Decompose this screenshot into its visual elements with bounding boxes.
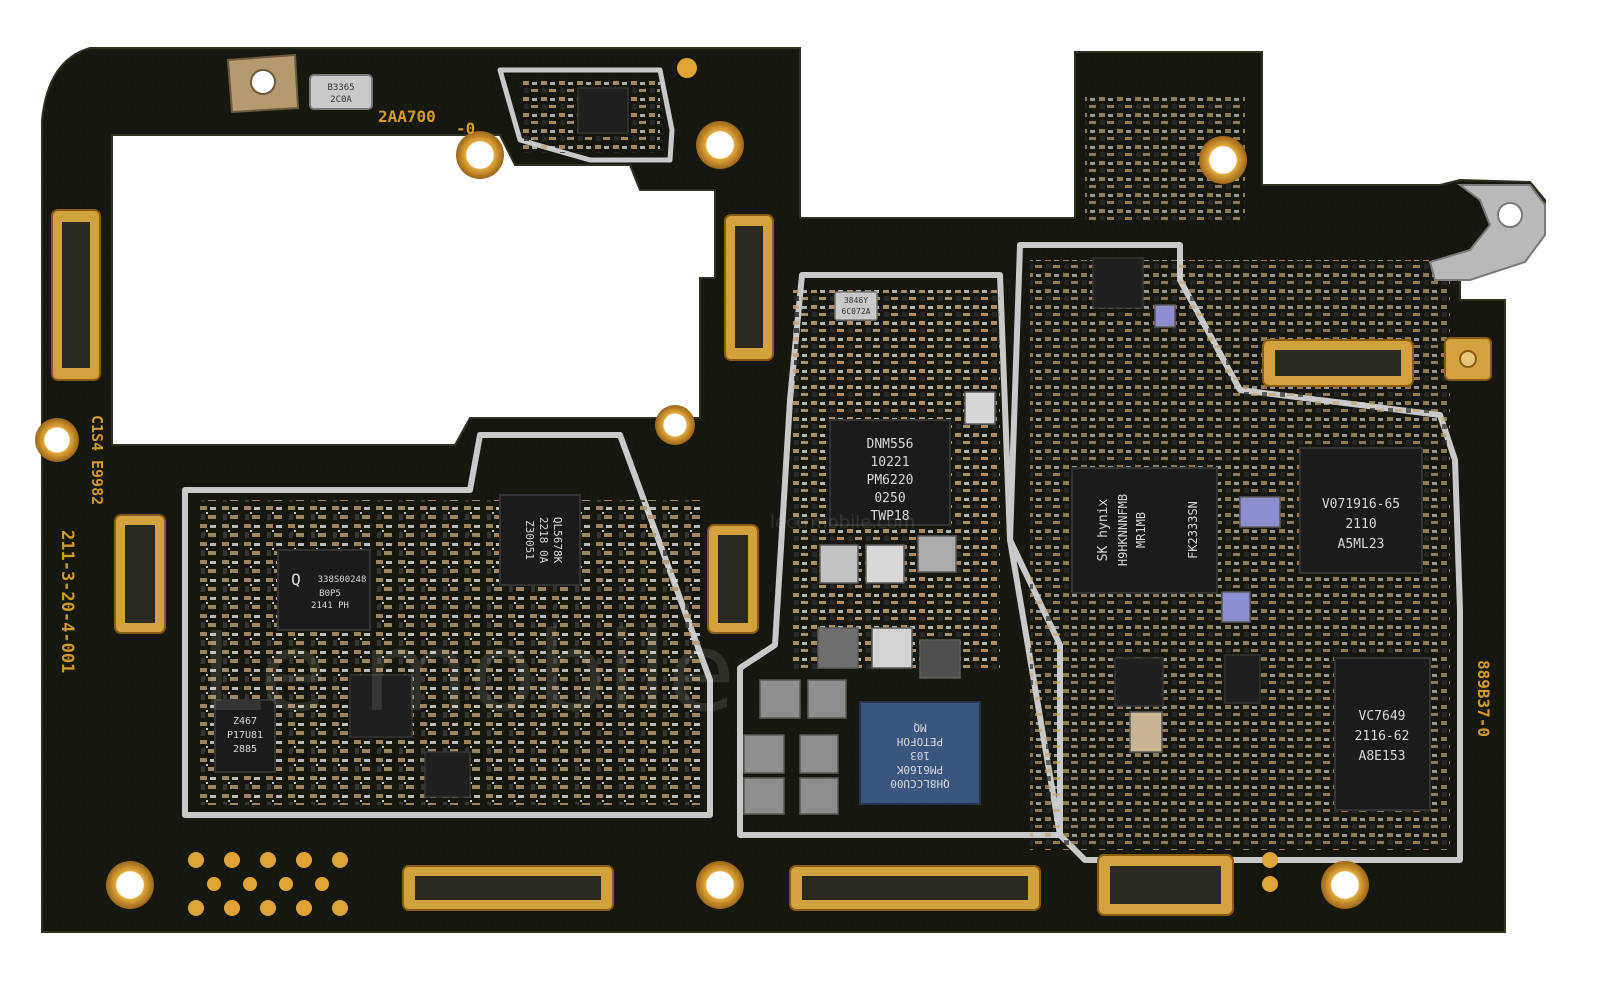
small-left-line-2: P17U81 bbox=[227, 730, 263, 741]
memory-line-2: H9HKNNNFMB bbox=[1116, 494, 1130, 566]
connectors bbox=[51, 209, 1414, 916]
pmic-line-1: DNM556 bbox=[867, 437, 914, 452]
pmic-line-3: PM6220 bbox=[867, 473, 914, 488]
misc-chips bbox=[349, 87, 1261, 798]
small-chip-line-2: 6C072A bbox=[842, 307, 871, 316]
audio-logo: Q bbox=[291, 570, 301, 589]
watermark-url: lectrmobile.com bbox=[770, 512, 915, 533]
connector-left-vertical bbox=[51, 209, 101, 381]
nfc-line-3: A5ML23 bbox=[1338, 537, 1385, 552]
pa-line-1: QL5678K bbox=[551, 517, 564, 564]
pmic-line-5: TWP18 bbox=[870, 509, 909, 524]
pa-line-2: 2218 0A bbox=[537, 517, 550, 564]
pa-line-3: Z30051 bbox=[523, 520, 536, 560]
silk-right-code: 889B37-0 bbox=[1474, 660, 1493, 737]
silk-left-code-1: C1S4 bbox=[88, 415, 106, 451]
pmic-line-4: 0250 bbox=[874, 491, 905, 506]
memory-brand: SK hynix bbox=[1096, 499, 1111, 562]
soc-line-2: PM6160K bbox=[896, 763, 943, 776]
silk-code-top-suffix: -0 bbox=[456, 119, 475, 138]
connector-bottom-right bbox=[1097, 854, 1234, 916]
chip-pa: QL5678K 2218 0A Z30051 bbox=[499, 494, 581, 586]
camera-bracket bbox=[226, 53, 300, 114]
chip-blue-soc: QH8LCCU00 PM6160K 103 PETOFOH MQ bbox=[859, 701, 981, 805]
rf-coax-connector bbox=[1444, 337, 1492, 381]
chip-nfc: V071916-65 2110 A5ML23 bbox=[1299, 447, 1423, 574]
small-left-line-1: Z467 bbox=[233, 716, 257, 727]
nfc-line-2: 2110 bbox=[1345, 517, 1376, 532]
pmic-line-2: 10221 bbox=[870, 455, 909, 470]
soc-line-4: PETOFOH bbox=[897, 735, 943, 748]
memory-line-3: MR1MB bbox=[1134, 512, 1148, 548]
test-pads bbox=[188, 58, 1278, 916]
chip-pmic: DNM556 10221 PM6220 0250 TWP18 bbox=[829, 419, 951, 526]
connector-mid-vertical bbox=[724, 214, 774, 361]
silk-code-top: 2AA700 bbox=[378, 107, 436, 126]
nfc-line-1: V071916-65 bbox=[1322, 497, 1400, 512]
chip-small-left: Z467 P17U81 2885 bbox=[214, 699, 276, 773]
rf-line-3: A8E153 bbox=[1359, 749, 1406, 764]
audio-line-3: B0P5 bbox=[319, 589, 341, 599]
shield-frame-center bbox=[737, 272, 1063, 838]
chip-rf-right: VC7649 2116-62 A8E153 bbox=[1334, 657, 1431, 811]
connector-bottom-left bbox=[402, 865, 614, 911]
connector-bottom-mid bbox=[789, 865, 1041, 911]
watermark-text: Le mobile bbox=[200, 608, 735, 736]
chip-small-top: 3846Y 6C072A bbox=[834, 291, 878, 321]
audio-line-4: 2141 PH bbox=[311, 601, 349, 611]
chip-audio: Q 338S00248 B0P5 2141 PH bbox=[277, 549, 371, 631]
connector-center-small bbox=[707, 524, 759, 634]
memory-line-4: FK2333SN bbox=[1186, 501, 1200, 559]
inductors bbox=[743, 304, 1281, 815]
crystal-line-2: 2C0A bbox=[330, 95, 352, 105]
small-chip-line-1: 3846Y bbox=[844, 296, 868, 305]
soc-line-3: 103 bbox=[910, 749, 930, 762]
audio-line-2: 338S00248 bbox=[318, 575, 367, 585]
silk-left-date: 211-3-20-4-001 bbox=[57, 530, 77, 673]
mounting-holes bbox=[35, 121, 1369, 909]
rf-line-1: VC7649 bbox=[1359, 709, 1406, 724]
connector-left-small bbox=[114, 514, 166, 634]
soc-line-5: MQ bbox=[913, 721, 926, 734]
silk-left-code-2: E9982 bbox=[88, 460, 106, 505]
small-left-line-3: 2885 bbox=[233, 744, 257, 755]
connector-right-horizontal bbox=[1262, 339, 1414, 387]
crystal-line-1: B3365 bbox=[327, 83, 354, 93]
crystal: B3365 2C0A bbox=[309, 74, 373, 110]
soc-line-1: QH8LCCU00 bbox=[890, 777, 950, 790]
chip-memory: SK hynix H9HKNNNFMB MR1MB FK2333SN bbox=[1071, 467, 1218, 594]
rf-line-2: 2116-62 bbox=[1355, 729, 1410, 744]
